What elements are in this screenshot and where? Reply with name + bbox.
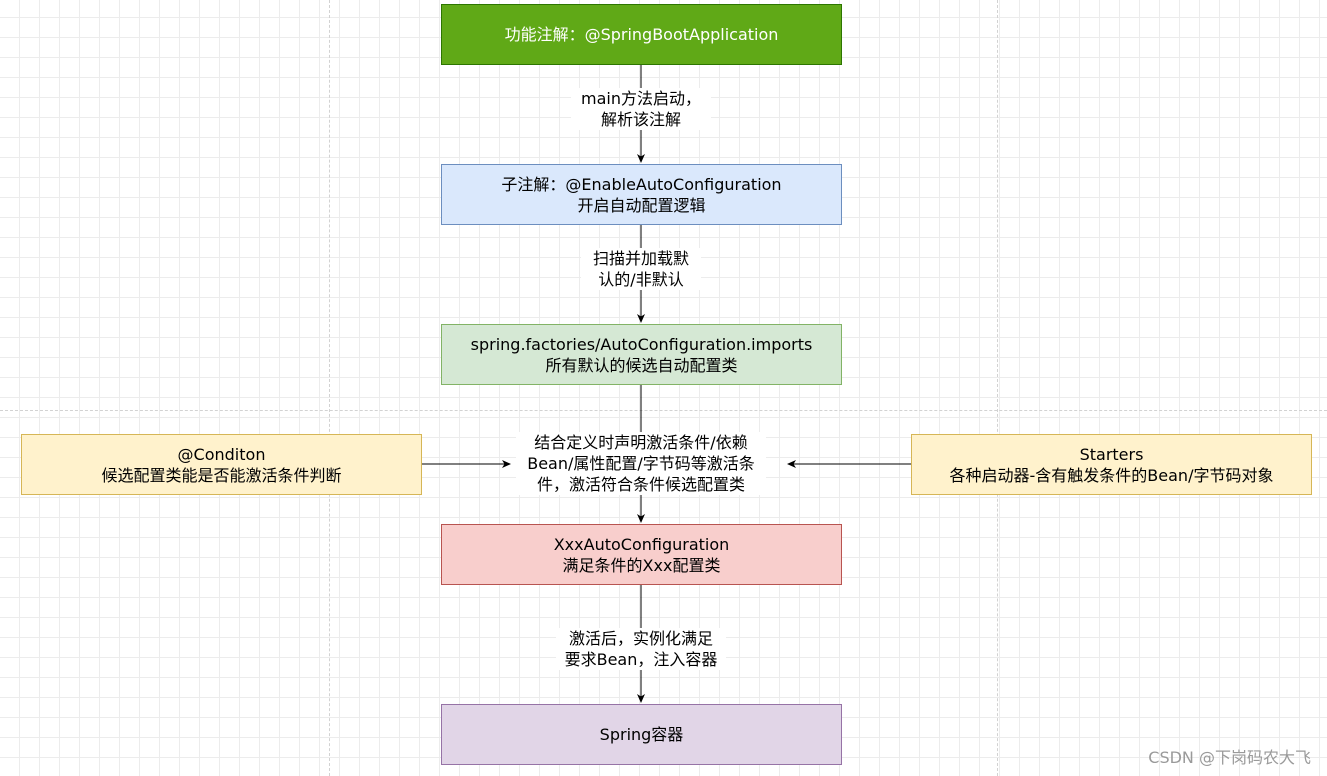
edge-label-scan-load: 扫描并加载默 认的/非默认 (581, 248, 701, 290)
page-guide-horizontal (0, 410, 1327, 411)
node-label-line1: 子注解：@EnableAutoConfiguration (501, 174, 782, 194)
watermark: CSDN @下岗码农大飞 (1148, 748, 1311, 767)
edge-label-combine-conditions: 结合定义时声明激活条件/依赖 Bean/属性配置/字节码等激活条 件，激活符合条… (516, 432, 766, 495)
node-label-line2: 候选配置类能是否能激活条件判断 (101, 465, 342, 485)
node-label-line2: 所有默认的候选自动配置类 (545, 355, 738, 375)
node-spring-boot-application[interactable]: 功能注解：@SpringBootApplication (441, 4, 842, 65)
node-starters[interactable]: Starters 各种启动器-含有触发条件的Bean/字节码对象 (911, 434, 1312, 495)
node-spring-container[interactable]: Spring容器 (441, 704, 842, 765)
edge-label-activate-inject: 激活后，实例化满足 要求Bean，注入容器 (556, 628, 726, 670)
page-guide-vertical-left (329, 0, 330, 776)
edge-label-main-start: main方法启动， 解析该注解 (571, 88, 711, 130)
node-label-line2: 开启自动配置逻辑 (577, 195, 706, 215)
node-label-line1: Starters (1079, 444, 1144, 464)
node-label-line1: XxxAutoConfiguration (553, 534, 730, 554)
node-conditon[interactable]: @Conditon 候选配置类能是否能激活条件判断 (21, 434, 422, 495)
node-spring-factories[interactable]: spring.factories/AutoConfiguration.impor… (441, 324, 842, 385)
node-label-line1: spring.factories/AutoConfiguration.impor… (470, 334, 813, 354)
page-guide-vertical-right (997, 0, 998, 776)
node-label: 功能注解：@SpringBootApplication (504, 25, 779, 44)
node-label: Spring容器 (599, 725, 684, 744)
node-label-line2: 满足条件的Xxx配置类 (562, 555, 721, 575)
node-label-line1: @Conditon (177, 444, 266, 464)
node-enable-auto-configuration[interactable]: 子注解：@EnableAutoConfiguration 开启自动配置逻辑 (441, 164, 842, 225)
node-label-line2: 各种启动器-含有触发条件的Bean/字节码对象 (949, 465, 1274, 485)
node-xxx-auto-configuration[interactable]: XxxAutoConfiguration 满足条件的Xxx配置类 (441, 524, 842, 585)
